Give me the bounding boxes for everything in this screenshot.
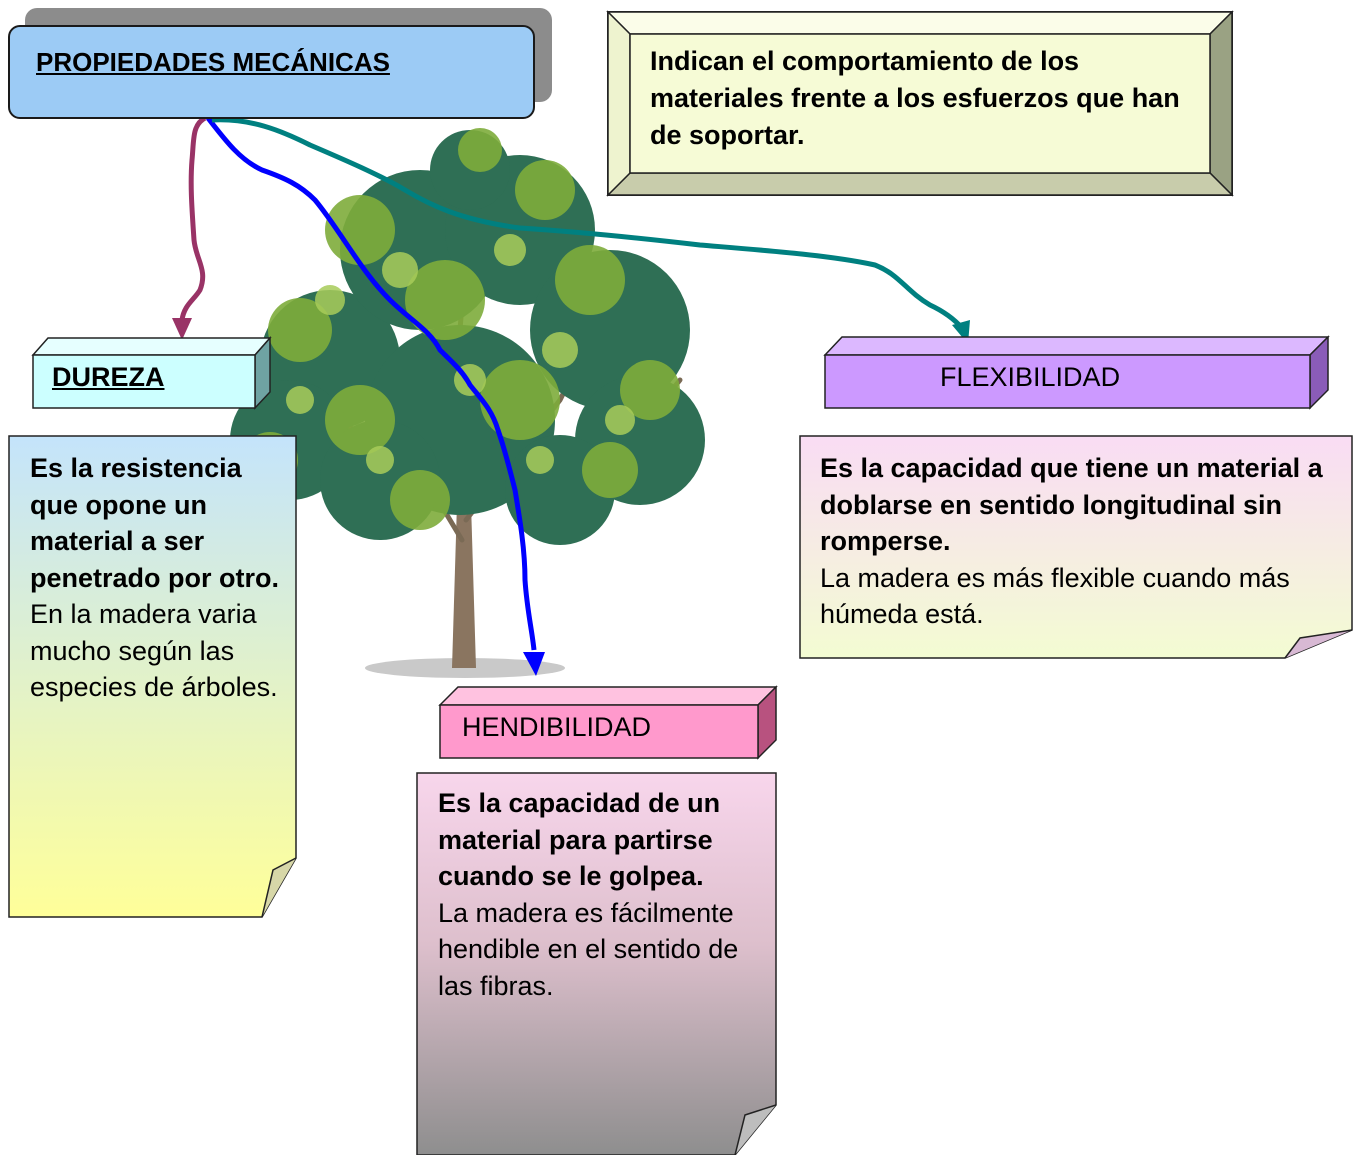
flexibilidad-label-box <box>823 335 1330 410</box>
dureza-label-box <box>31 336 272 410</box>
arrow-head-hendibilidad <box>523 652 545 676</box>
title-box: PROPIEDADES MECÁNICAS <box>8 25 535 119</box>
hendibilidad-label: HENDIBILIDAD <box>462 712 652 742</box>
tree-illustration <box>230 128 705 678</box>
title-text: PROPIEDADES MECÁNICAS <box>36 47 390 77</box>
dureza-definition: Es la resistencia que opone un material … <box>30 453 279 593</box>
arrow-head-dureza <box>172 318 192 340</box>
arrow-to-flexibilidad <box>211 117 964 330</box>
definition-text: Indican el comportamiento de los materia… <box>650 46 1180 150</box>
dureza-label: DUREZA <box>52 362 165 392</box>
dureza-detail: En la madera varia mucho según las espec… <box>30 599 278 702</box>
flexibilidad-definition: Es la capacidad que tiene un material a … <box>820 453 1323 556</box>
arrow-to-dureza <box>179 115 207 321</box>
flexibilidad-detail: La madera es más flexible cuando más húm… <box>820 562 1290 630</box>
flexibilidad-note <box>799 435 1353 659</box>
hendibilidad-description: Es la capacidad de un material para part… <box>438 785 758 1004</box>
flexibilidad-label: FLEXIBILIDAD <box>940 362 1121 392</box>
dureza-description: Es la resistencia que opone un material … <box>30 450 280 706</box>
hendibilidad-note <box>416 772 777 1155</box>
hendibilidad-label-box <box>438 685 778 760</box>
arrow-to-hendibilidad <box>206 116 537 651</box>
flexibilidad-description: Es la capacidad que tiene un material a … <box>820 450 1340 633</box>
dureza-note <box>8 435 297 918</box>
hendibilidad-detail: La madera es fácilmente hendible en el s… <box>438 897 739 1001</box>
hendibilidad-definition: Es la capacidad de un material para part… <box>438 788 721 891</box>
definition-box <box>606 10 1234 197</box>
